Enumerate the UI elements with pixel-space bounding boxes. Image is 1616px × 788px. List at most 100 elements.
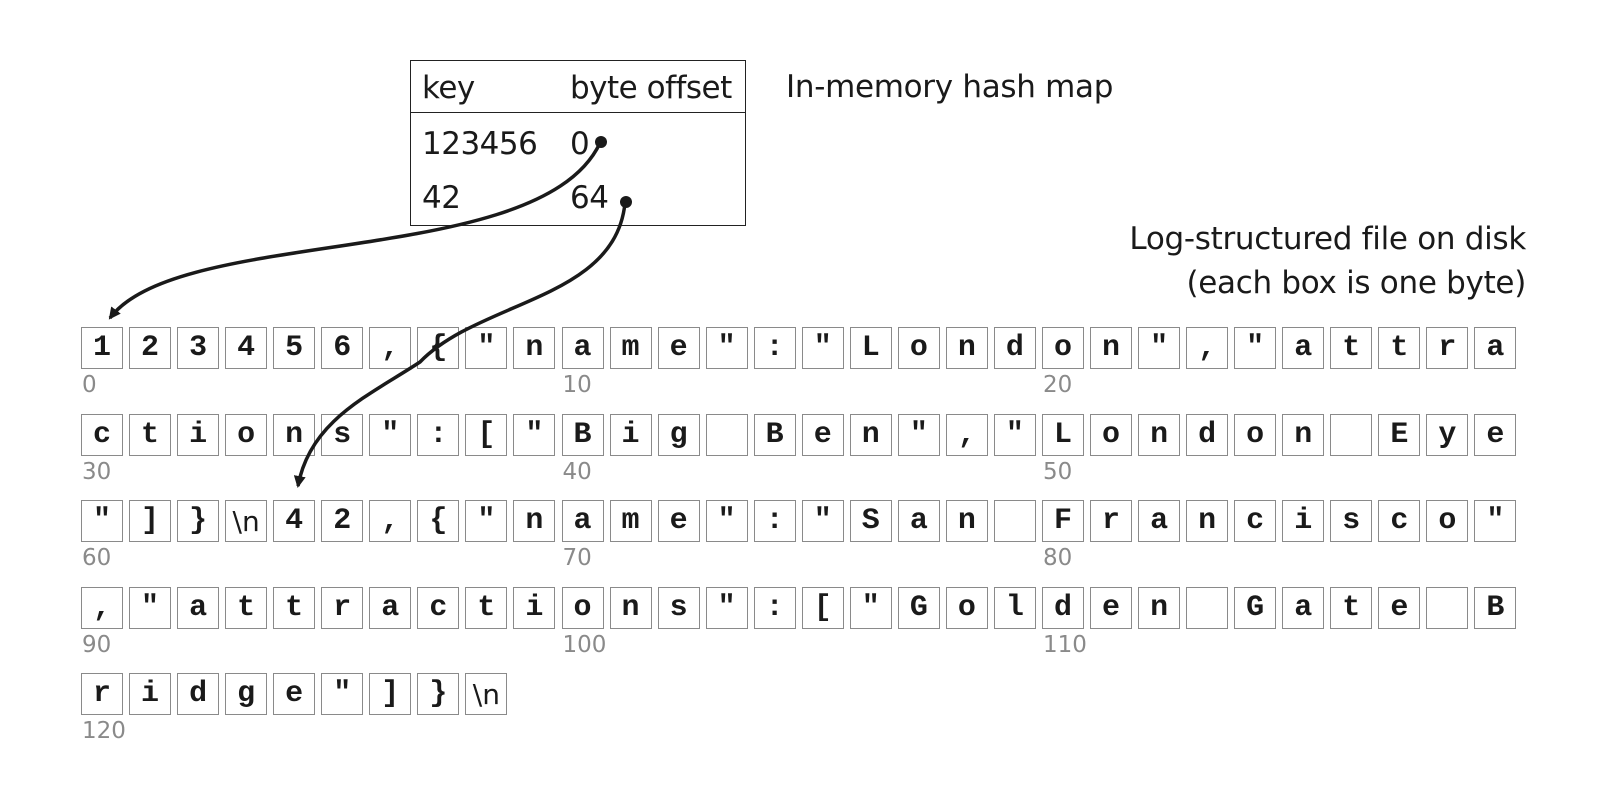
byte-box: \n (465, 673, 508, 715)
byte-box: o (561, 586, 604, 629)
byte-box: : (753, 586, 796, 629)
byte-box: " (705, 586, 748, 629)
byte-box: , (81, 586, 123, 629)
byte-box: o (1042, 327, 1084, 369)
byte-box (1330, 413, 1373, 456)
byte-box: G (1234, 586, 1277, 629)
byte-box (1426, 586, 1469, 629)
hash-map-header: key byte offset (411, 61, 745, 113)
byte-box: " (993, 413, 1036, 456)
byte-box: t (1330, 327, 1373, 369)
byte-box: " (1234, 327, 1277, 369)
byte-box: n (513, 500, 556, 542)
byte-box: [ (465, 413, 508, 456)
byte-box: : (753, 327, 796, 369)
byte-box: o (1234, 413, 1277, 456)
byte-box: c (1234, 500, 1277, 542)
byte-box: : (753, 500, 796, 542)
byte-box: i (177, 413, 220, 456)
byte-box: m (609, 500, 652, 542)
byte-box: { (417, 500, 460, 542)
log-file-caption-title: Log-structured file on disk (1129, 221, 1526, 257)
byte-box: S (849, 500, 892, 542)
byte-box: " (705, 327, 748, 369)
byte-box: [ (801, 586, 844, 629)
byte-box: e (1378, 586, 1421, 629)
byte-offset-label: 120 (82, 718, 126, 744)
byte-box: n (273, 413, 316, 456)
byte-box: r (81, 673, 123, 715)
hash-map-caption: In-memory hash map (786, 69, 1114, 105)
hash-row-offset: 0 (570, 126, 590, 162)
hash-map-table: key byte offset 123456 0 42 64 (410, 60, 746, 226)
byte-box: n (513, 327, 556, 369)
byte-box: d (177, 673, 220, 715)
byte-box: c (1378, 500, 1421, 542)
byte-box: L (1042, 413, 1084, 456)
byte-box: g (225, 673, 268, 715)
byte-box: c (81, 413, 123, 456)
byte-box: o (945, 586, 988, 629)
byte-box: " (705, 500, 748, 542)
byte-box: " (465, 327, 508, 369)
byte-box: " (369, 413, 412, 456)
byte-box: n (945, 327, 988, 369)
byte-box: n (849, 413, 892, 456)
byte-box: 4 (273, 500, 316, 542)
byte-box: B (753, 413, 796, 456)
byte-box: t (129, 413, 172, 456)
byte-box: } (177, 500, 220, 542)
byte-box: , (945, 413, 988, 456)
byte-box: a (177, 586, 220, 629)
byte-box: n (1138, 586, 1181, 629)
byte-box: e (273, 673, 316, 715)
byte-box: s (1330, 500, 1373, 542)
byte-box: n (1138, 413, 1181, 456)
byte-box: , (369, 500, 412, 542)
hash-row-key: 42 (422, 180, 461, 216)
byte-box: " (81, 500, 123, 542)
byte-box: i (609, 413, 652, 456)
byte-box: i (129, 673, 172, 715)
byte-box (705, 413, 748, 456)
byte-offset-label: 40 (562, 458, 592, 485)
byte-box: ] (369, 673, 412, 715)
byte-box: s (321, 413, 364, 456)
byte-box: e (1474, 413, 1517, 456)
byte-box: o (897, 327, 940, 369)
byte-box: d (993, 327, 1036, 369)
byte-box: r (321, 586, 364, 629)
byte-box: l (993, 586, 1036, 629)
byte-box: a (897, 500, 940, 542)
log-file-caption-subtitle: (each box is one byte) (1186, 265, 1526, 301)
byte-box: s (657, 586, 700, 629)
byte-offset-label: 30 (82, 458, 112, 485)
byte-box: r (1426, 327, 1469, 369)
byte-offset-label: 20 (1043, 372, 1073, 398)
byte-box: , (369, 327, 412, 369)
byte-box: e (657, 500, 700, 542)
byte-box: " (321, 673, 364, 715)
byte-box: { (417, 327, 460, 369)
byte-box: " (801, 500, 844, 542)
byte-box: " (897, 413, 940, 456)
byte-box: 2 (129, 327, 172, 369)
column-header-key: key (422, 70, 475, 106)
byte-offset-label: 60 (82, 545, 112, 571)
byte-offset-label: 110 (1043, 631, 1087, 658)
byte-box: a (561, 327, 604, 369)
byte-box: a (1474, 327, 1517, 369)
byte-offset-label: 100 (562, 631, 607, 658)
byte-box: a (561, 500, 604, 542)
byte-box: G (897, 586, 940, 629)
hash-row-key: 123456 (422, 126, 538, 162)
byte-box: o (1090, 413, 1133, 456)
byte-box: a (1282, 586, 1325, 629)
byte-box: m (609, 327, 652, 369)
byte-box: g (657, 413, 700, 456)
byte-box: 4 (225, 327, 268, 369)
byte-offset-label: 50 (1043, 458, 1073, 485)
byte-box: i (513, 586, 556, 629)
